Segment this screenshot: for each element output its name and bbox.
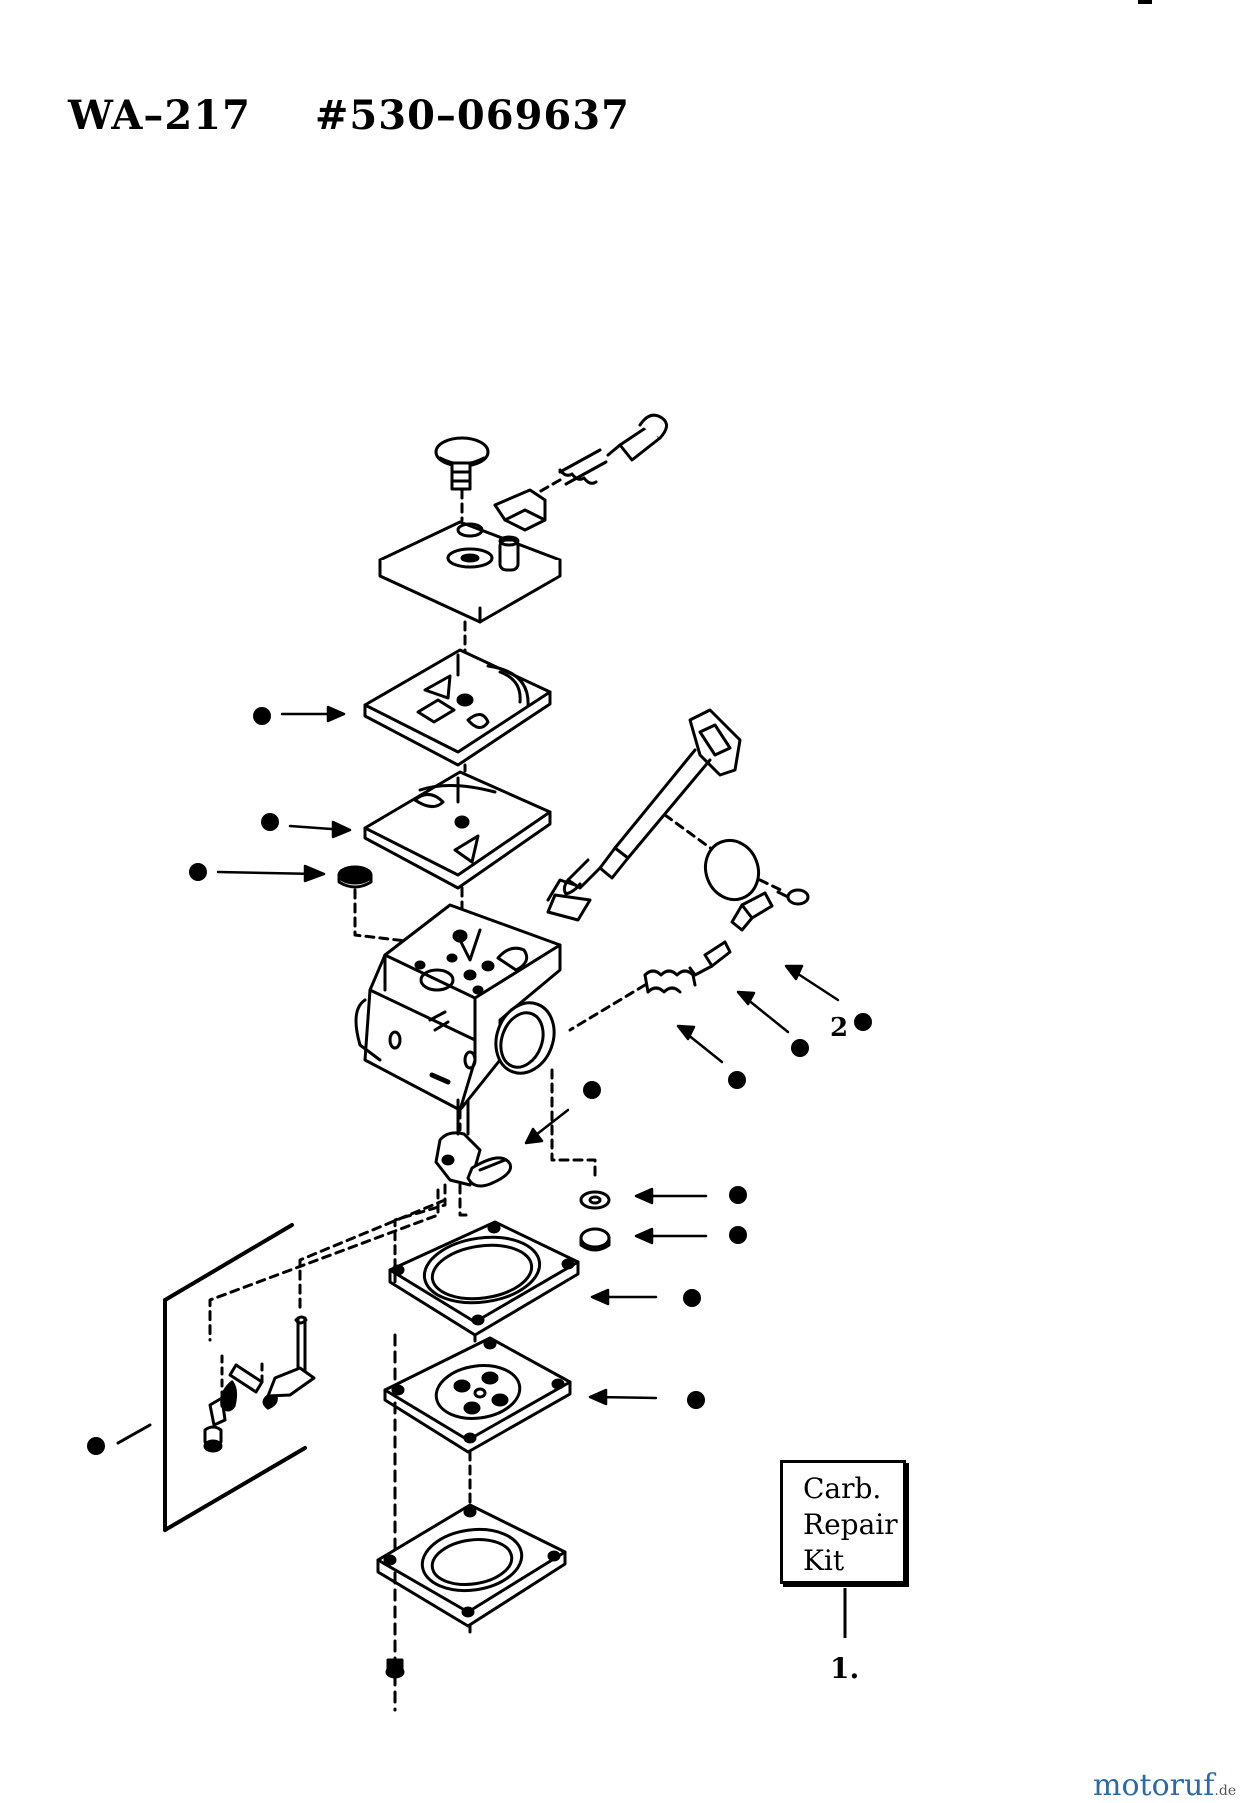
model-code: WA–217: [68, 92, 251, 139]
shutter-screw: [776, 888, 810, 906]
watermark-tld: .de: [1214, 1783, 1237, 1799]
carburetor-body: [354, 903, 562, 1112]
metering-gasket: [363, 770, 552, 890]
metering-diaphragm: [363, 648, 552, 767]
watermark-brand: motoruf: [1093, 1768, 1215, 1803]
pump-diaphragm: [383, 1336, 572, 1454]
throttle-lever: [493, 488, 547, 532]
inlet-needle-quantity: 2: [830, 1013, 848, 1043]
idle-screw-assembly: [643, 891, 774, 994]
kit-label-line-3: Kit: [803, 1544, 845, 1577]
inlet-needle: [337, 865, 373, 889]
fuel-pump-lever: [434, 1098, 513, 1188]
throttle-shaft: [546, 708, 742, 922]
kit-label-line-2: Repair: [803, 1508, 898, 1541]
inset-frame: [163, 1223, 307, 1532]
throttle-shutter: [704, 838, 760, 902]
inlet-screen: [579, 1227, 611, 1252]
pump-gasket: [388, 1220, 580, 1337]
carb-repair-kit-box: Carb. Repair Kit: [780, 1460, 906, 1584]
pump-cover: [376, 1503, 567, 1628]
cover-bottom-screw: [385, 1658, 405, 1679]
fulcrum-pin-parts: [203, 1315, 316, 1453]
kit-label-line-1: Carb.: [803, 1472, 882, 1505]
page-title: WA–217 #530–069637: [68, 92, 630, 139]
part-number: #530–069637: [314, 92, 630, 139]
metering-cover: [378, 520, 562, 624]
corner-mark: [1138, 0, 1152, 4]
callout-markers: [87, 705, 872, 1455]
kit-reference-number: 1.: [830, 1652, 860, 1685]
adjusting-needle: [558, 413, 668, 486]
watermark: motoruf.de: [1093, 1768, 1236, 1803]
cover-screw: [434, 436, 490, 491]
check-valve: [579, 1190, 611, 1210]
